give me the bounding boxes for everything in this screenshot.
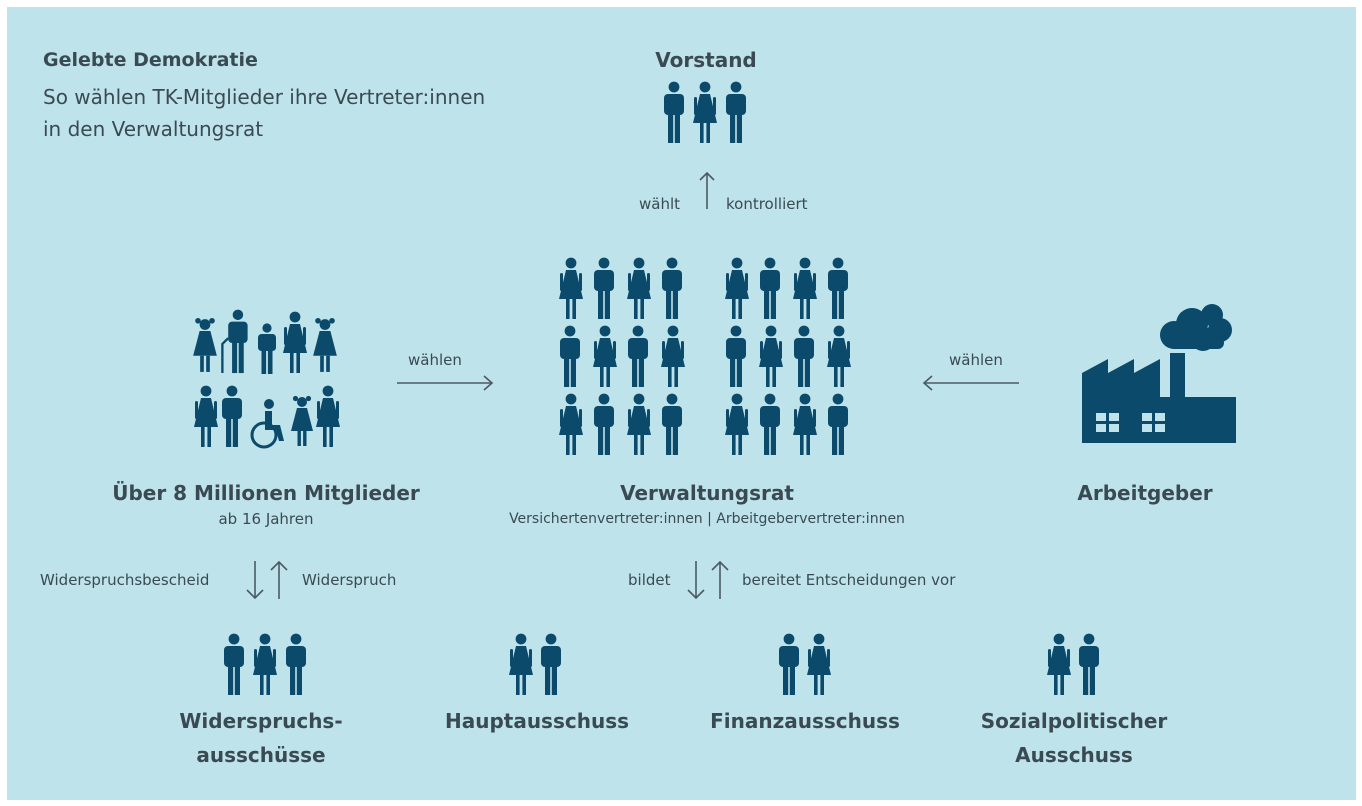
vorstand-label: Vorstand: [655, 48, 757, 72]
widerspruch-people-icon: [224, 633, 306, 695]
committee-haupt: Hauptausschuss: [444, 709, 630, 733]
arrow-label-widerspruch: Widerspruch: [302, 571, 397, 589]
committee-widerspruch-line2: ausschüsse: [196, 743, 326, 767]
arrow-label-waehlen-right: wählen: [949, 351, 1003, 369]
arrow-right-icon: [397, 375, 494, 391]
arrow-label-widerspruchsbescheid: Widerspruchsbescheid: [40, 571, 210, 589]
vorstand-people-icon: [664, 81, 746, 143]
mitglieder-sublabel: ab 16 Jahren: [218, 510, 314, 528]
page-title: Gelebte Demokratie: [43, 49, 258, 71]
arrow-label-kontrolliert: kontrolliert: [726, 195, 808, 213]
arrow-label-waehlen-left: wählen: [408, 351, 462, 369]
committee-finanz: Finanzausschuss: [710, 709, 900, 733]
arbeitgeber-label: Arbeitgeber: [1077, 481, 1213, 505]
haupt-people-icon: [509, 633, 561, 695]
verwaltungsrat-label: Verwaltungsrat: [620, 481, 794, 505]
diagram-canvas: Gelebte Demokratie So wählen TK-Mitglied…: [7, 7, 1356, 800]
mitglieder-people-icon: [193, 309, 340, 449]
sozial-people-icon: [1047, 633, 1099, 695]
verwaltungsrat-people-icon: [559, 257, 851, 455]
verwaltungsrat-sublabel: Versichertenvertreter:innen | Arbeitgebe…: [509, 511, 905, 527]
page-subtitle-line2: in den Verwaltungsrat: [43, 117, 264, 141]
factory-icon: [1082, 304, 1236, 443]
double-arrow-left-icon: [246, 560, 288, 600]
arrow-label-waehlt: wählt: [639, 195, 681, 213]
committee-sozial-line2: Ausschuss: [1015, 743, 1133, 767]
mitglieder-label: Über 8 Millionen Mitglieder: [112, 481, 420, 505]
committee-widerspruch-line1: Widerspruchs-: [179, 709, 343, 733]
page-subtitle-line1: So wählen TK-Mitglieder ihre Vertreter:i…: [43, 85, 486, 109]
double-arrow-center-icon: [687, 560, 729, 600]
vorstand-arrow-up-icon: [699, 171, 715, 209]
committee-sozial-line1: Sozialpolitischer: [980, 709, 1168, 733]
finanz-people-icon: [779, 633, 831, 695]
arrow-left-icon: [922, 375, 1019, 391]
arrow-label-bildet: bildet: [628, 571, 671, 589]
arrow-label-bereitet: bereitet Entscheidungen vor: [742, 571, 956, 589]
